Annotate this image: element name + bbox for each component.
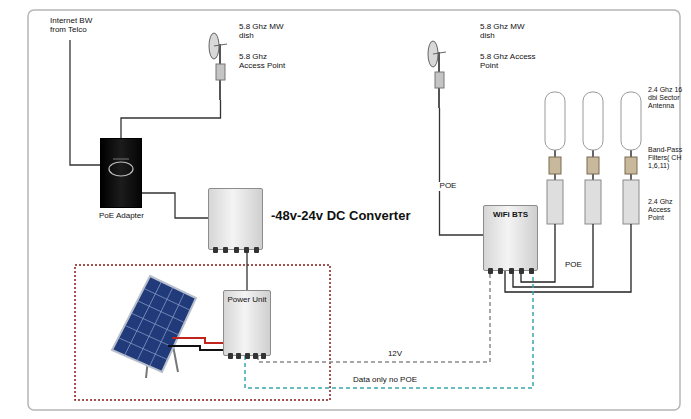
terminal (245, 353, 250, 359)
poe-adapter: PoE Adapter (100, 138, 142, 208)
cable-label: POE (565, 260, 582, 269)
red-wire (172, 338, 223, 343)
source-note: Internet BW from Telco (50, 16, 102, 34)
connector-label: POE (438, 182, 459, 191)
feed (433, 52, 446, 54)
terminal (236, 353, 241, 359)
solar-region (75, 265, 330, 400)
feed (214, 44, 227, 46)
dish-icon (203, 30, 238, 100)
sector-antennas (545, 92, 641, 224)
internet-line (70, 40, 100, 165)
callout-label: 5.8 Ghz Access Point (239, 52, 291, 70)
connector (258, 271, 490, 362)
terminal (244, 247, 249, 253)
power-unit: Power Unit (223, 290, 271, 356)
terminal (488, 268, 493, 274)
access-point (435, 72, 444, 88)
access-point (623, 180, 639, 224)
frame (28, 10, 680, 410)
cell-line (150, 293, 185, 367)
cell-line (125, 282, 162, 356)
sector-antenna (545, 92, 565, 150)
box-title: WiFi BTS (484, 210, 537, 219)
panel-face (112, 276, 196, 372)
terminal (519, 268, 524, 274)
terminal (228, 353, 233, 359)
filter-note: Band-Pass Filters( CH 1,6,11) (648, 146, 688, 170)
sector-antenna (583, 92, 603, 150)
adapter-face (101, 139, 141, 207)
black-wire (168, 346, 223, 350)
callout-label: 5.8 Ghz Access Point (480, 52, 536, 70)
antenna-note: 2.4 Ghz 16 dbi Sector Antenna (648, 86, 688, 110)
solar-panel (112, 276, 196, 378)
band-pass-filter (625, 157, 637, 174)
microwave-dish: 5.8 Ghz MW dish5.8 Ghz Access Point (203, 30, 238, 100)
cell-line (137, 287, 173, 361)
connector (142, 193, 208, 218)
wifi-bts: WiFi BTS (483, 205, 538, 271)
callout-label: PoE Adapter (99, 211, 144, 220)
terminal (509, 268, 514, 274)
band-pass-filter (587, 157, 599, 174)
sector-antenna (621, 92, 641, 150)
logo (113, 159, 129, 160)
callout-label: 5.8 Ghz MW dish (239, 22, 291, 40)
terminal (254, 247, 259, 253)
access-point (216, 64, 225, 80)
terminal (253, 353, 258, 359)
terminal (234, 247, 239, 253)
terminal (261, 353, 266, 359)
terminal (213, 247, 218, 253)
connector (245, 271, 533, 388)
connector-label: 12V (386, 350, 404, 359)
terminal (498, 268, 503, 274)
connector (440, 108, 484, 235)
access-point-note: 2.4 Ghz Access Point (648, 198, 688, 222)
dc-converter: -48v-24v DC Converter (208, 188, 263, 250)
box-title: Power Unit (224, 295, 270, 304)
callout-label: 5.8 Ghz MW dish (480, 22, 536, 40)
access-point (547, 180, 563, 224)
dish-icon (422, 38, 457, 108)
terminal (223, 247, 228, 253)
connector-label: Data only no POE (351, 376, 419, 385)
connector (121, 100, 221, 138)
band-pass-filter (549, 157, 561, 174)
access-point (585, 180, 601, 224)
callout-label: -48v-24v DC Converter (271, 209, 410, 224)
logo (109, 162, 133, 176)
connector (246, 250, 247, 290)
microwave-dish: 5.8 Ghz MW dish5.8 Ghz Access Point (422, 38, 457, 108)
terminal (529, 268, 534, 274)
